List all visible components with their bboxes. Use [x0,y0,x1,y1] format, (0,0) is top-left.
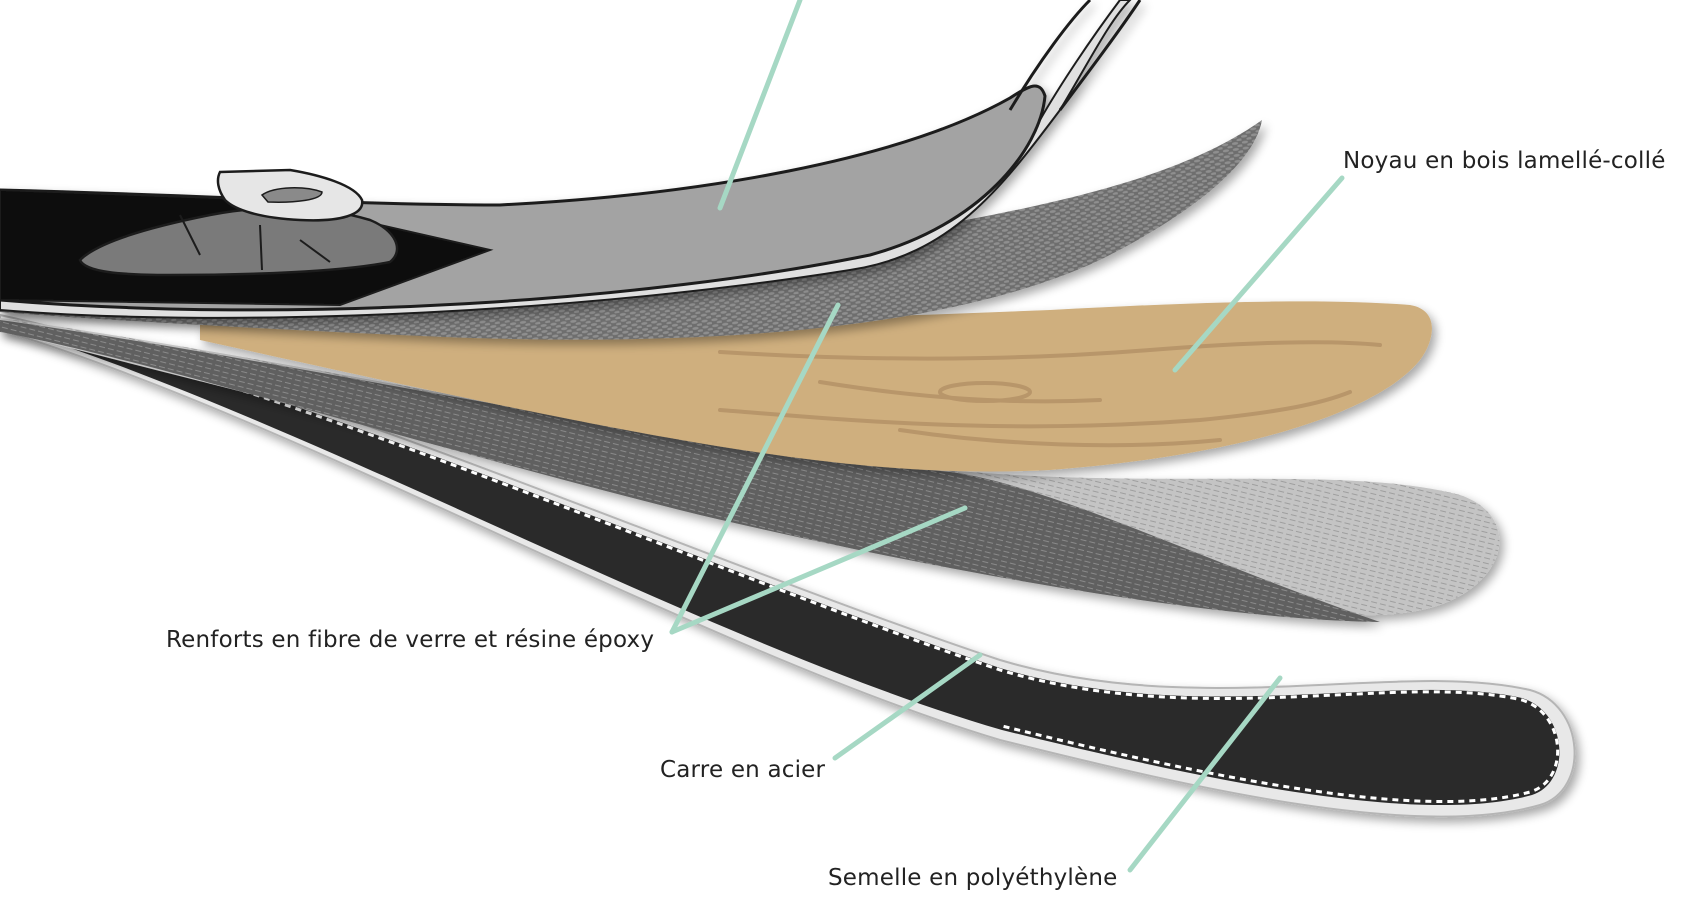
leader-topsheet [717,0,803,211]
binding-lines [179,214,331,271]
steel-edge-dashes [0,320,1560,804]
lower-fiber-layer [0,318,1500,622]
steel-edge-outline [0,313,1576,818]
label-base: Semelle en polyéthylène [828,865,1118,891]
leader-reinforcement-a [669,302,841,635]
upper-fiber-layer [0,120,1262,340]
wood-core [200,301,1432,472]
leader-lines [669,0,1345,873]
base-layer [0,313,1576,818]
tip-loop-outer [1008,0,1142,111]
leader-base [1127,675,1283,873]
label-reinforcement: Renforts en fibre de verre et résine épo… [166,627,655,653]
upper-fiber-sheet [0,120,1262,340]
lower-fiber-dark-part [0,320,1380,622]
binding-base [78,206,399,277]
leader-reinforcement-b [669,505,968,635]
label-edge: Carre en acier [660,757,826,783]
wood-core-layer [200,301,1432,472]
binding-heel-detail [260,187,323,203]
wood-grain [718,340,1382,448]
leader-core [1172,175,1345,373]
label-core: Noyau en bois lamellé-collé [1343,148,1666,174]
ski-binding [78,168,399,277]
leader-edge [832,652,983,761]
